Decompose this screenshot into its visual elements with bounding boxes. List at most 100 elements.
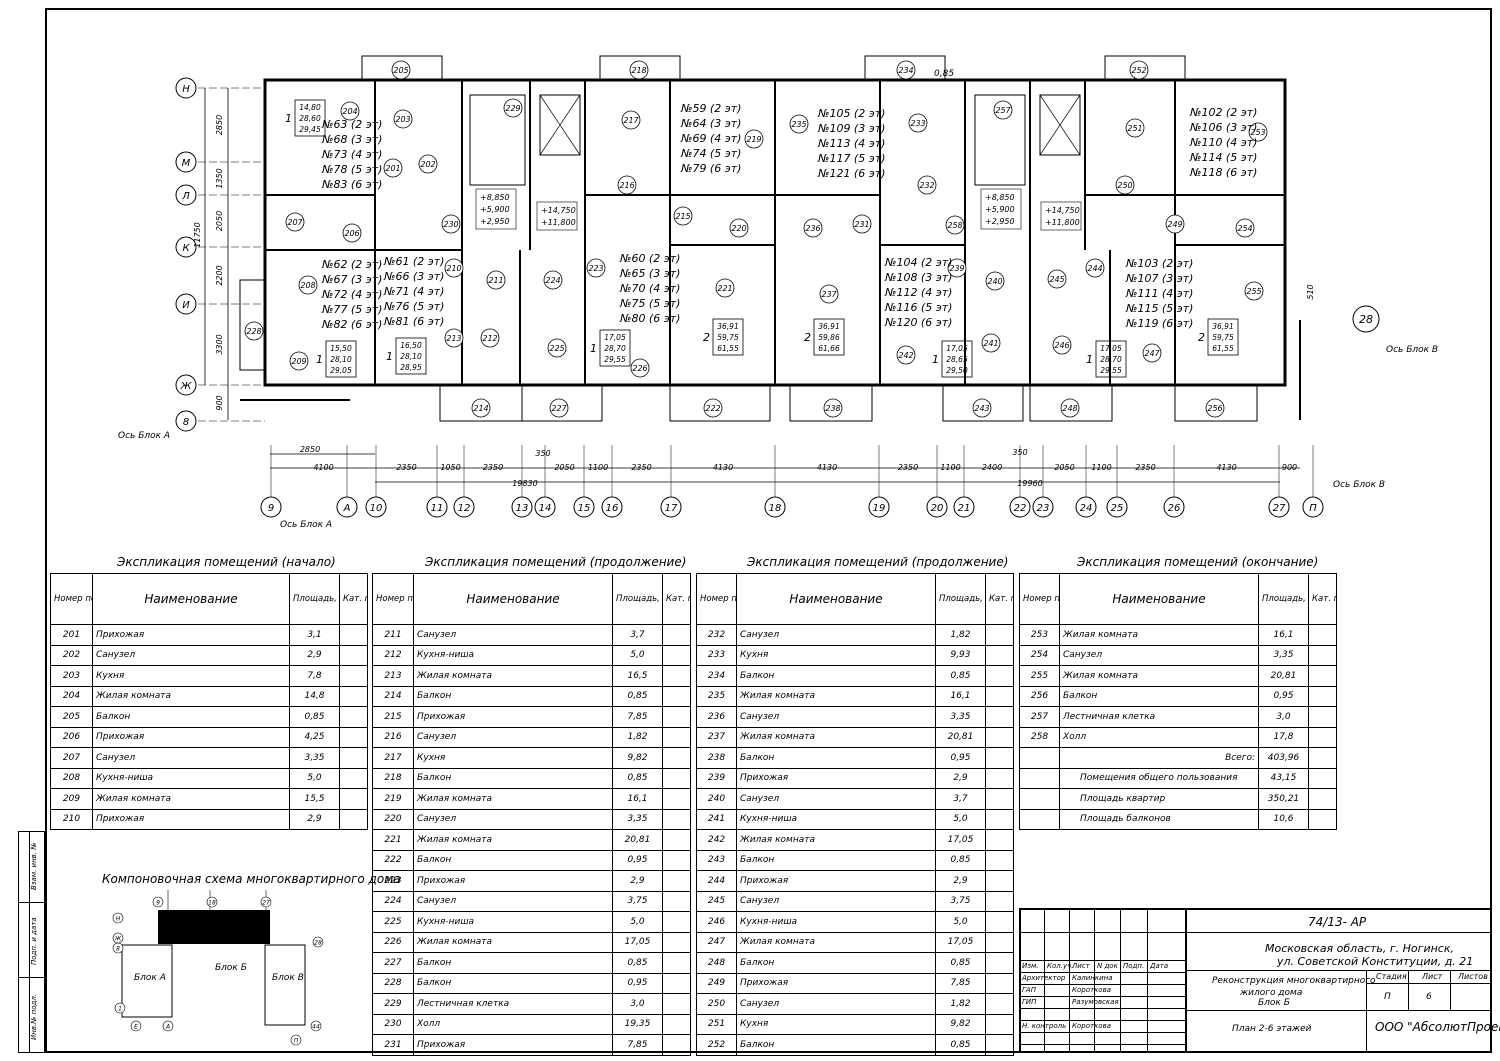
apartment-number: №67 (3 эт) [321, 273, 382, 286]
room-number: 205 [50, 706, 93, 728]
dimension-text: 2050 [554, 463, 574, 472]
axis-label: 25 [1111, 503, 1124, 514]
room-bubble [917, 175, 937, 195]
room-bubble [617, 175, 637, 195]
title-block [1019, 908, 1492, 1053]
room-bubble [629, 60, 649, 80]
level-mark: +8,850 [480, 193, 510, 202]
axis-bubble [312, 936, 324, 948]
room-category [662, 1034, 691, 1056]
dimension-text: 1100 [588, 463, 608, 472]
room-number: 252 [696, 1034, 737, 1056]
room-name: Кухня-ниша [92, 767, 290, 789]
dimension-text: 350 [535, 449, 550, 458]
room-area: 3,0 [612, 993, 663, 1015]
room-area: 19,35 [612, 1013, 663, 1035]
dimension-text: 4130 [1216, 463, 1236, 472]
room-number: 221 [717, 284, 732, 293]
room-category [662, 624, 691, 646]
room-name: Жилая комната [736, 726, 936, 748]
room-area: 0,95 [1258, 685, 1309, 707]
room-name: Прихожая [92, 624, 290, 646]
room-area: 5,0 [935, 911, 986, 933]
axis-bubble [152, 896, 164, 908]
room-category [662, 788, 691, 810]
header-cat: Кат. поме-ще-ния [985, 573, 1014, 625]
apartment-number: №63 (2 эт) [321, 118, 382, 131]
total-label: Площадь балконов [1059, 808, 1259, 830]
apartment-number: №114 (5 эт) [1189, 151, 1257, 164]
room-bubble [630, 358, 650, 378]
room-name: Жилая комната [413, 665, 613, 687]
room-name: Жилая комната [92, 788, 290, 810]
room-area: 2,9 [935, 870, 986, 892]
room-count: 1 [285, 112, 292, 125]
area-value: 28,10 [400, 352, 422, 361]
area-value: 36,91 [1212, 322, 1233, 331]
room-category [339, 767, 368, 789]
dimension-text: 11750 [193, 222, 202, 247]
header-name: Наименование [736, 573, 936, 625]
stamp-col-head: Изм. [1022, 962, 1039, 970]
room-category [339, 788, 368, 810]
room-category [985, 1034, 1014, 1056]
room-area: 7,8 [289, 665, 340, 687]
axis-label: К [182, 243, 190, 254]
header-num: Номер помеще-ния [1019, 573, 1060, 625]
header-area: Площадь, м² [1258, 573, 1309, 625]
room-number: 256 [1207, 404, 1222, 413]
dimension-text: 1100 [940, 463, 960, 472]
room-number: 231 [372, 1034, 414, 1056]
axis-label: Н [116, 916, 121, 923]
room-area: 16,1 [1258, 624, 1309, 646]
room-number: 217 [623, 116, 639, 125]
room-explication-table: Номер помеще-ния Наименование Площадь, м… [372, 573, 691, 1056]
room-name: Лестничная клетка [1059, 706, 1259, 728]
room-bubble [444, 328, 464, 348]
room-number: 242 [696, 829, 737, 851]
room-area: 20,81 [612, 829, 663, 851]
dimension-text: 2350 [898, 463, 918, 472]
axis-bubble [175, 77, 197, 99]
room-category [662, 829, 691, 851]
apartment-number: №108 (3 эт) [884, 271, 952, 284]
dimension-text: 2400 [982, 463, 1002, 472]
room-name: Жилая комната [736, 685, 936, 707]
axis-bubble [175, 374, 197, 396]
room-name: Прихожая [413, 1034, 613, 1056]
room-category [985, 644, 1014, 666]
table-title: Экспликация помещений (начало) [117, 555, 336, 569]
room-category [662, 952, 691, 974]
level-mark: +5,900 [985, 205, 1015, 214]
axis-bubble [260, 896, 272, 908]
axis-note: Ось Блок В [1386, 345, 1438, 355]
axis-bubble [453, 496, 475, 518]
area-value: 61,66 [818, 344, 840, 353]
room-bubble [803, 218, 823, 238]
room-category [662, 665, 691, 687]
stamp-col-head: Дата [1150, 962, 1169, 970]
room-bubble [444, 258, 464, 278]
block-b-shape [158, 910, 270, 944]
room-number: 218 [631, 66, 646, 75]
room-category [985, 767, 1014, 789]
room-number: 214 [372, 685, 414, 707]
room-number: 215 [675, 212, 690, 221]
room-bubble [393, 109, 413, 129]
room-number: 250 [1117, 181, 1132, 190]
room-count: 1 [932, 353, 939, 366]
room-bubble [703, 398, 723, 418]
axis-bubble [1163, 496, 1185, 518]
room-number: 245 [696, 890, 737, 912]
room-name: Балкон [413, 972, 613, 994]
apartment-number: №116 (5 эт) [884, 301, 952, 314]
dimension-text: 4130 [713, 463, 733, 472]
axis-bubble [660, 496, 682, 518]
